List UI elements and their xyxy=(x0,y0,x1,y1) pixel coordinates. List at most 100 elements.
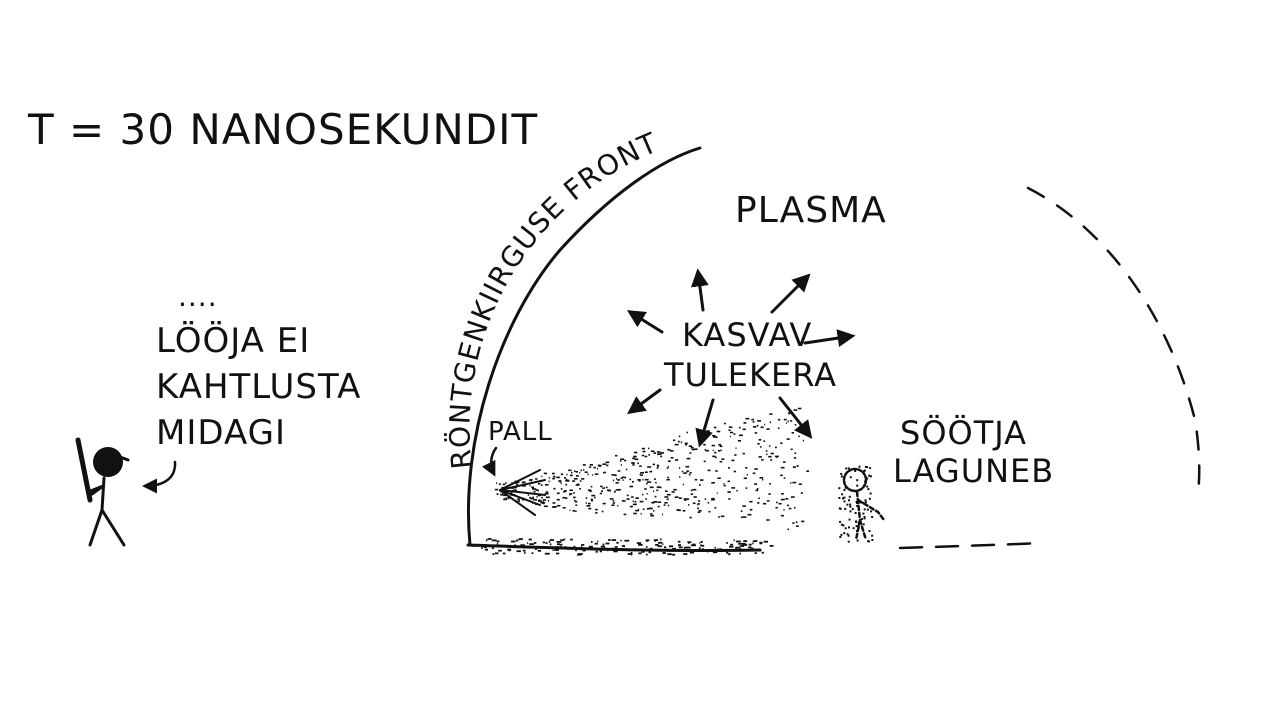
spray-particle xyxy=(692,488,697,491)
spray-particle xyxy=(720,449,722,452)
spray-particle xyxy=(631,462,634,464)
spray-particle xyxy=(536,489,539,491)
spray-particle xyxy=(723,422,726,425)
ground-debris xyxy=(522,549,526,552)
ground-debris xyxy=(666,549,671,551)
spray-particle xyxy=(540,484,543,486)
ground-debris xyxy=(692,543,696,546)
spray-particle xyxy=(656,489,659,492)
pitcher-debris xyxy=(858,465,861,468)
spray-particle xyxy=(766,500,770,502)
spray-particle xyxy=(602,502,606,505)
ground-debris xyxy=(544,552,550,555)
spray-particle xyxy=(742,516,747,518)
spray-particle xyxy=(798,483,802,485)
spray-particle xyxy=(720,515,725,518)
spray-particle xyxy=(684,442,688,445)
spray-particle xyxy=(678,435,681,438)
spray-particle xyxy=(735,447,737,449)
ground-debris xyxy=(534,548,538,550)
spray-particle xyxy=(611,474,616,476)
ground-debris xyxy=(531,552,534,554)
spray-particle xyxy=(575,510,577,513)
spray-particle xyxy=(794,452,797,454)
ground-debris xyxy=(557,543,560,546)
ground-debris xyxy=(564,546,567,548)
ground-debris xyxy=(707,549,710,552)
spray-particle xyxy=(543,505,548,508)
ground-debris xyxy=(516,550,521,553)
pitcher-debris xyxy=(869,467,872,470)
pitcher-debris xyxy=(842,497,844,500)
ground-debris xyxy=(718,548,722,551)
spray-particle xyxy=(588,502,591,505)
spray-particle xyxy=(556,476,560,479)
ground-debris xyxy=(700,541,703,543)
ground-debris xyxy=(556,541,562,543)
spray-particle xyxy=(783,508,785,511)
spray-particle xyxy=(801,520,805,523)
spray-particle xyxy=(621,500,626,502)
ground-debris xyxy=(481,547,483,549)
spray-particle xyxy=(591,494,596,497)
spray-particle xyxy=(653,501,657,503)
spray-particle xyxy=(775,506,778,509)
spray-particle xyxy=(538,500,542,502)
pitcher-debris xyxy=(867,488,870,491)
ground-debris xyxy=(761,551,764,554)
ground-debris xyxy=(707,550,709,553)
pitcher-debris xyxy=(866,466,869,469)
spray-particle xyxy=(620,464,622,466)
spray-particle xyxy=(769,445,771,447)
spray-particle xyxy=(678,467,681,469)
pitcher-debris xyxy=(868,497,871,500)
spray-particle xyxy=(541,496,543,499)
ball-label: PALL xyxy=(488,417,553,447)
spray-particle xyxy=(703,460,706,463)
ground-debris xyxy=(608,539,611,541)
ground-debris xyxy=(498,549,502,552)
ground-debris xyxy=(511,540,516,543)
spray-particle xyxy=(645,471,648,473)
batter-arrow-icon xyxy=(142,460,177,494)
spray-particle xyxy=(548,477,550,479)
ground-debris xyxy=(742,543,747,546)
spray-particle xyxy=(559,480,562,483)
spray-particle xyxy=(697,503,700,505)
spray-particle xyxy=(739,426,741,429)
spray-particle xyxy=(657,501,662,503)
spray-particle xyxy=(565,497,568,499)
arrow-icon xyxy=(626,310,664,334)
spray-particle xyxy=(622,479,624,481)
spray-particle xyxy=(615,454,618,457)
spray-particle xyxy=(614,490,616,492)
pitcher-figure xyxy=(842,467,886,542)
spray-particle xyxy=(755,489,759,492)
spray-particle xyxy=(656,464,659,467)
ground-debris xyxy=(672,553,676,556)
spray-particle xyxy=(574,499,576,502)
spray-particle xyxy=(718,516,720,518)
ground-debris xyxy=(736,546,741,549)
spray-particle xyxy=(572,510,576,512)
spray-particle xyxy=(600,485,603,488)
ground-debris xyxy=(604,547,607,550)
ground-debris xyxy=(660,538,662,541)
spray-particle xyxy=(552,477,555,480)
spray-particle xyxy=(718,443,722,446)
spray-particle xyxy=(589,466,592,468)
spray-particle xyxy=(671,491,675,493)
spray-particle xyxy=(682,510,686,512)
spray-particle xyxy=(675,459,679,461)
pitcher-debris xyxy=(856,505,859,507)
ground-debris xyxy=(616,541,619,544)
spray-particle xyxy=(694,448,698,450)
ground-debris xyxy=(689,551,695,554)
spray-particle xyxy=(656,467,659,469)
spray-particle xyxy=(654,495,657,498)
spray-particle xyxy=(496,482,498,484)
pitcher-debris xyxy=(856,539,859,542)
spray-particle xyxy=(793,506,796,509)
spray-particle xyxy=(625,468,628,471)
spray-particle xyxy=(790,482,792,484)
